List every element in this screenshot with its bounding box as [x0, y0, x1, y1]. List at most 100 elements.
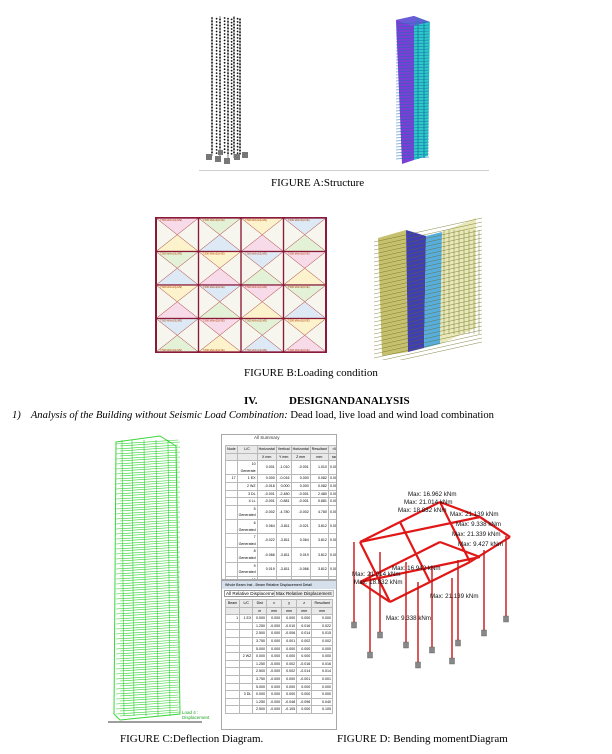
table-cell: 1.250 [252, 621, 268, 631]
table-cell: 0.001 [281, 636, 298, 646]
figure-a-rule [199, 170, 489, 171]
table-cell [224, 659, 241, 669]
moment-label: Max: 9.338 kNm [386, 615, 431, 622]
table-cell: 0.000 [327, 575, 336, 579]
table-header-cell: y [281, 599, 298, 608]
moment-label: Max: 16.942 kNm [392, 565, 441, 572]
table-cell: 3.812 [309, 533, 329, 549]
load-label: 7.500 kN/m2(LIVE) [288, 285, 310, 289]
table-header-cell: m [252, 606, 268, 616]
table-cell [224, 674, 241, 684]
figure-b-caption: FIGURE B:Loading condition [244, 367, 378, 379]
table-cell [225, 533, 238, 549]
table-cell: 0.105 [311, 705, 333, 714]
table-cell: -0.881 [275, 497, 292, 506]
table-cell [225, 489, 238, 499]
figure-a-structure-rendered [378, 10, 446, 168]
table-cell: 0.014 [296, 629, 313, 638]
table-cell: 0.000 [296, 705, 313, 714]
table-cell: 5 Generated [236, 504, 258, 520]
table2-tab-all[interactable]: All Relative Displacement [224, 590, 281, 597]
table-header-cell [236, 452, 258, 462]
table-cell: -0.001 [296, 674, 313, 684]
table-cell: -0.002 [290, 504, 311, 520]
table-cell: 10 Generate [236, 460, 258, 476]
support [429, 646, 435, 654]
table-cell: -0.001 [290, 489, 311, 499]
table-cell: 0.000 [327, 533, 336, 549]
table2-tab-max[interactable]: Max Relative Displacement [274, 590, 334, 597]
table-cell: 0.000 [252, 652, 268, 661]
table-cell: 0.000 [275, 481, 292, 491]
table-cell: 3.812 [309, 547, 329, 563]
table-cell: 0.000 [281, 682, 298, 692]
table-cell [225, 561, 238, 577]
table-cell: 0.022 [311, 621, 333, 631]
load-label: 7.500 kN/m2(LIVE) [203, 218, 225, 222]
table-cell: -0.021 [290, 518, 311, 535]
table-cell: 0.000 [256, 474, 277, 483]
table-cell: 1 [224, 614, 241, 623]
table-cell [239, 644, 254, 654]
table-cell [225, 504, 238, 520]
table-header-cell: Y mm [275, 452, 292, 462]
moment-label: Max: 21.014 kNm [352, 571, 401, 578]
moment-label: Max: 16.962 kNm [408, 491, 457, 498]
table-cell: 0.002 [296, 636, 313, 646]
table-cell: -0.048 [281, 697, 298, 707]
moment-label: Max: 21.014 kNm [404, 499, 453, 506]
table-cell: -0.096 [296, 697, 313, 707]
table-cell [239, 674, 254, 684]
moment-label: Max: 9.338 kNm [456, 521, 501, 528]
table-cell [225, 518, 238, 535]
table-header-cell: X mm [256, 452, 277, 462]
subsection-text: Dead load, live load and wind load combi… [287, 410, 494, 421]
table-header-cell: Resultant [309, 445, 329, 454]
table-cell: 1.250 [252, 697, 268, 707]
table-cell: 0.000 [311, 644, 333, 654]
load-label: 7.500 kN/m2(LIVE) [203, 348, 225, 352]
table-cell: -3.811 [275, 561, 292, 577]
table-cell: 0.000 [266, 690, 283, 699]
table-cell: 0.000 [327, 504, 336, 520]
table-cell [225, 481, 238, 491]
table-cell [225, 460, 238, 476]
table-cell: 1.010 [309, 460, 329, 476]
table-cell: 0.000 [281, 690, 298, 699]
load-label: 7.500 kN/m2(LIVE) [245, 218, 267, 222]
support [503, 615, 509, 623]
table-cell: -3.811 [275, 533, 292, 549]
table-cell [224, 636, 241, 646]
table-header-cell [239, 606, 254, 616]
table-cell: 0.064 [256, 518, 277, 535]
figure-a-caption: FIGURE A:Structure [271, 177, 365, 189]
table-header-cell: Horizontal [290, 445, 311, 454]
table-cell: 0.000 [327, 547, 336, 563]
load-label: 7.500 kN/m2(LIVE) [288, 348, 310, 352]
table-cell: -0.000 [266, 659, 283, 669]
table-cell: 2.500 [252, 705, 268, 714]
figure-c-table-displacement: Whole Beam Inst - Beam Relative Displace… [221, 580, 337, 730]
moment-label: Max: 21.339 kNm [452, 531, 501, 538]
load-label: 7.500 kN/m2(LIVE) [160, 218, 182, 222]
table-cell: 6 Generated [236, 518, 258, 535]
figure-b-floor-load-plan: 7.500 kN/m2(LIVE) 7.500 kN/m2(LIVE) 7.500 … [154, 216, 328, 354]
table-header-cell: Beam [224, 599, 241, 608]
table-cell: -0.000 [266, 674, 283, 684]
load-label: 7.500 kN/m2(LIVE) [203, 285, 225, 289]
table-cell: 0.000 [327, 561, 336, 577]
table-cell: 0.082 [309, 474, 329, 483]
table-cell: 0.000 [266, 644, 283, 654]
table-cell: 3.811 [309, 575, 329, 579]
table-cell: 0.016 [311, 659, 333, 669]
